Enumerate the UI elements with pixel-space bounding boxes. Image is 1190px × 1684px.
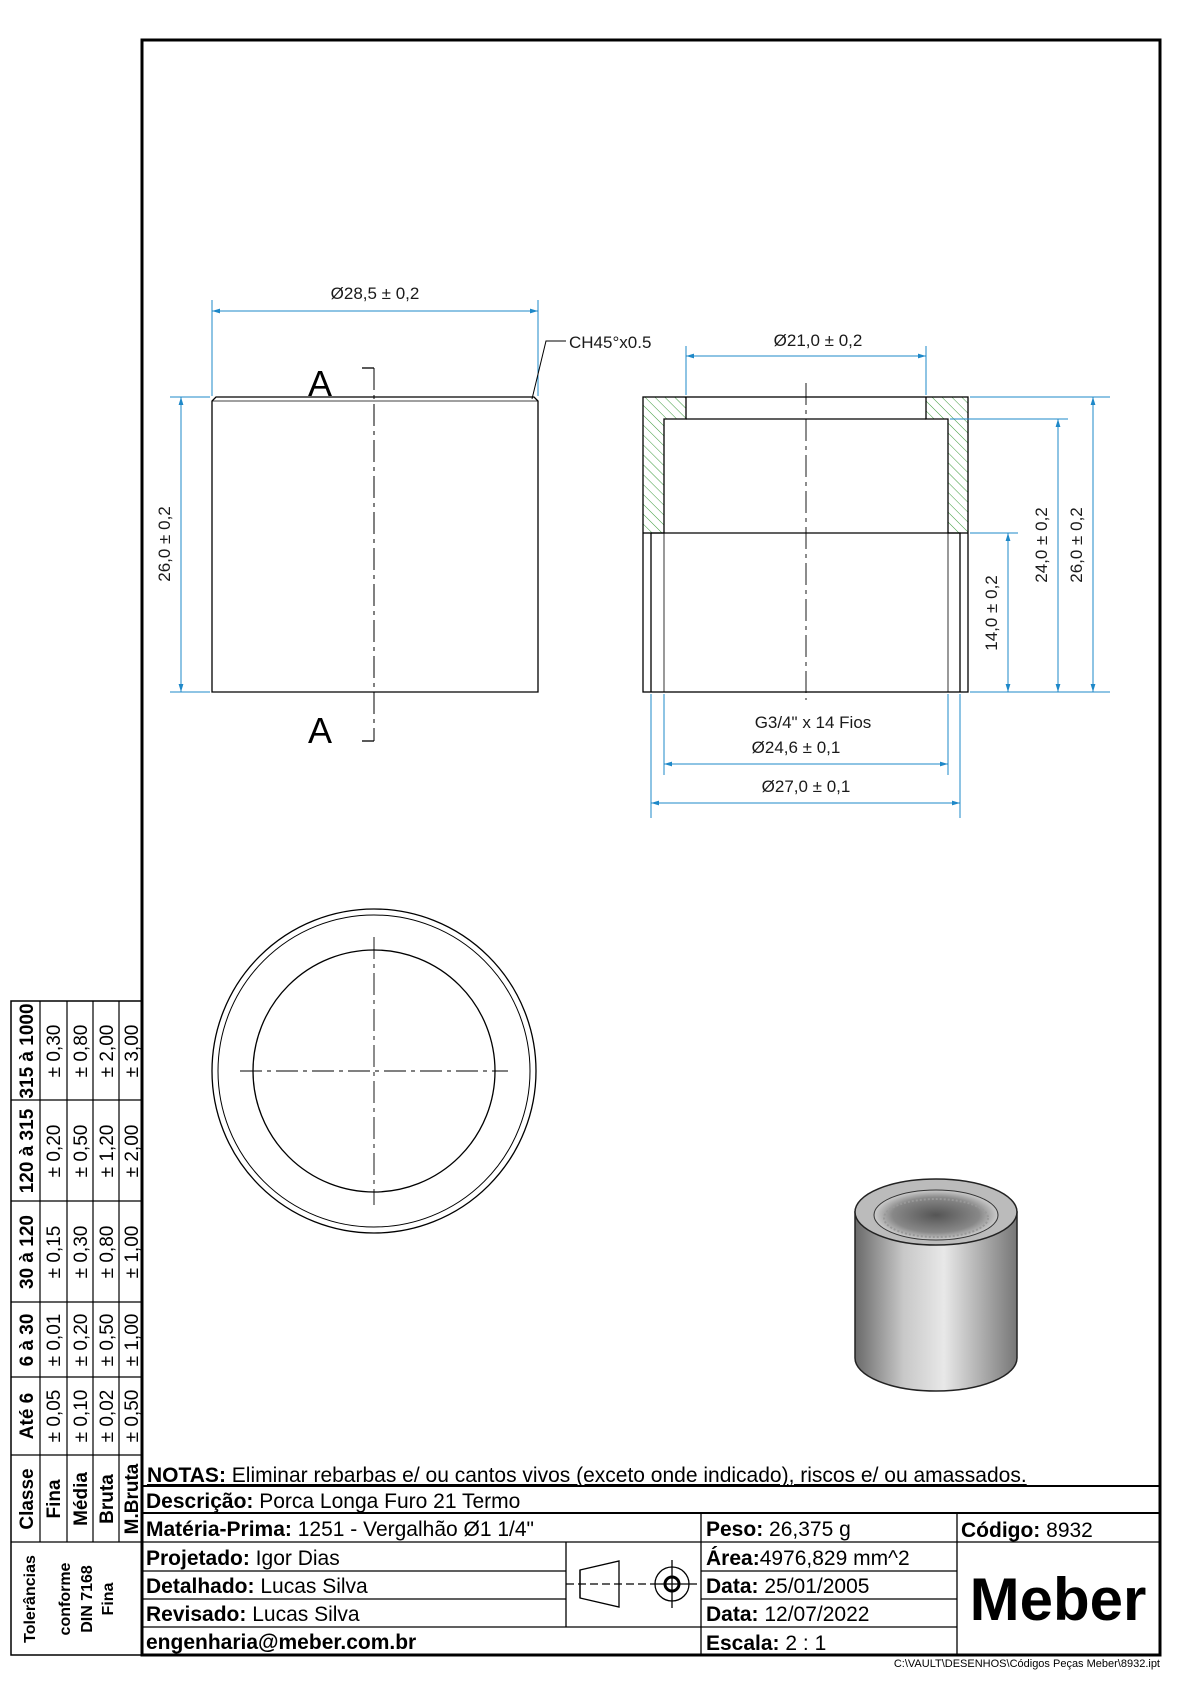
notes: NOTAS: Eliminar rebarbas e/ ou cantos vi… — [147, 1464, 1027, 1487]
section-view — [642, 383, 969, 700]
tol-cell: ± 0,15 — [44, 1226, 65, 1279]
tol-cell: ± 1,00 — [122, 1314, 143, 1367]
tol-row-bruta: Bruta ± 0,02 ± 0,50 ± 0,80 ± 1,20 ± 2,00 — [97, 1025, 118, 1524]
chamfer-leader — [531, 340, 566, 400]
tolerance-table: Classe Até 6 6 à 30 30 à 120 120 à 315 3… — [10, 1000, 143, 1656]
detailed-by: Detalhado: Lucas Silva — [146, 1575, 368, 1598]
tol-cell: ± 0,80 — [97, 1226, 118, 1279]
tol-cell: ± 0,30 — [44, 1025, 65, 1078]
tol-cell: M.Bruta — [122, 1463, 143, 1534]
tol-header: Até 6 — [17, 1393, 38, 1439]
dim-thread-depth: 14,0 ± 0,2 — [982, 575, 1001, 651]
tol-row-fina: Fina ± 0,05 ± 0,01 ± 0,15 ± 0,20 ± 0,30 — [44, 1025, 65, 1519]
dim-chamfer: CH45°x0.5 — [569, 333, 651, 352]
tol-cell: ± 0,20 — [71, 1314, 92, 1367]
dim-thread-major: Ø27,0 ± 0,1 — [762, 777, 851, 796]
dim-height-left: 26,0 ± 0,2 — [155, 506, 174, 582]
tol-header: 315 à 1000 — [17, 1003, 38, 1098]
tol-cell: ± 0,50 — [71, 1125, 92, 1178]
part-code: Código: 8932 — [961, 1519, 1093, 1542]
tol-cell: ± 0,80 — [71, 1025, 92, 1078]
tol-cell: Bruta — [97, 1474, 118, 1524]
tol-cell: ± 2,00 — [97, 1025, 118, 1078]
dim-thread-spec: G3/4" x 14 Fios — [755, 713, 872, 732]
tol-header-classe: Classe — [17, 1468, 38, 1529]
tol-cell: ± 0,50 — [97, 1314, 118, 1367]
date-revised: Data: 12/07/2022 — [706, 1603, 869, 1626]
material: Matéria-Prima: 1251 - Vergalhão Ø1 1/4" — [146, 1518, 534, 1541]
third-angle-projection-icon — [566, 1560, 697, 1608]
tol-cell: Média — [71, 1472, 92, 1526]
tol-cell: ± 0,50 — [122, 1390, 143, 1443]
area: Área:4976,829 mm^2 — [706, 1547, 910, 1570]
tol-title-line: Tolerâncias — [22, 1555, 39, 1643]
sheet-border — [140, 38, 1162, 1657]
dim-bore-diameter: Ø21,0 ± 0,2 — [774, 331, 863, 350]
tol-title-line: DIN 7168 — [79, 1565, 96, 1633]
tol-cell: ± 0,01 — [44, 1314, 65, 1367]
section-label-bottom: A — [308, 710, 332, 751]
title-block: NOTAS: Eliminar rebarbas e/ ou cantos vi… — [142, 1464, 1160, 1655]
designed-by: Projetado: Igor Dias — [146, 1547, 340, 1570]
date-created: Data: 25/01/2005 — [706, 1575, 869, 1598]
file-path: C:\VAULT\DESENHOS\Códigos Peças Meber\89… — [894, 1658, 1160, 1670]
tol-title: Tolerâncias conforme DIN 7168 Fina — [22, 1555, 117, 1643]
front-dimensions — [170, 300, 539, 693]
tol-header: 120 à 315 — [17, 1108, 38, 1193]
tol-cell: ± 0,02 — [97, 1390, 118, 1443]
dim-outer-diameter: Ø28,5 ± 0,2 — [331, 284, 420, 303]
dim-bore-depth: 24,0 ± 0,2 — [1032, 507, 1051, 583]
tol-cell: ± 3,00 — [122, 1025, 143, 1078]
tol-cell: ± 0,20 — [44, 1125, 65, 1178]
isometric-render — [854, 1178, 1018, 1392]
tol-cell: ± 0,05 — [44, 1390, 65, 1443]
section-dimensions — [650, 346, 1110, 818]
tol-row-media: Média ± 0,10 ± 0,20 ± 0,30 ± 0,50 ± 0,80 — [71, 1025, 92, 1526]
company-logo: Meber — [970, 1566, 1147, 1633]
tol-row-mbruta: M.Bruta ± 0,50 ± 1,00 ± 1,00 ± 2,00 ± 3,… — [122, 1025, 143, 1535]
tol-cell: Fina — [44, 1479, 65, 1518]
section-label-top: A — [308, 363, 332, 404]
weight: Peso: 26,375 g — [706, 1518, 851, 1541]
top-view — [211, 908, 537, 1234]
front-view — [211, 367, 539, 742]
tol-title-line: Fina — [100, 1582, 117, 1615]
scale: Escala: 2 : 1 — [706, 1632, 826, 1655]
tol-header: 30 à 120 — [17, 1215, 38, 1289]
tol-cell: ± 0,10 — [71, 1390, 92, 1443]
tol-cell: ± 2,00 — [122, 1125, 143, 1178]
tol-cell: ± 0,30 — [71, 1226, 92, 1279]
tol-cell: ± 1,00 — [122, 1226, 143, 1279]
dim-height-right: 26,0 ± 0,2 — [1067, 507, 1086, 583]
tol-header: 6 à 30 — [17, 1314, 38, 1367]
description: Descrição: Porca Longa Furo 21 Termo — [146, 1490, 520, 1513]
dim-thread-minor: Ø24,6 ± 0,1 — [752, 738, 841, 757]
tol-cell: ± 1,20 — [97, 1125, 118, 1178]
revised-by: Revisado: Lucas Silva — [146, 1603, 360, 1626]
tol-title-line: conforme — [57, 1562, 74, 1635]
contact-email: engenharia@meber.com.br — [146, 1631, 416, 1654]
